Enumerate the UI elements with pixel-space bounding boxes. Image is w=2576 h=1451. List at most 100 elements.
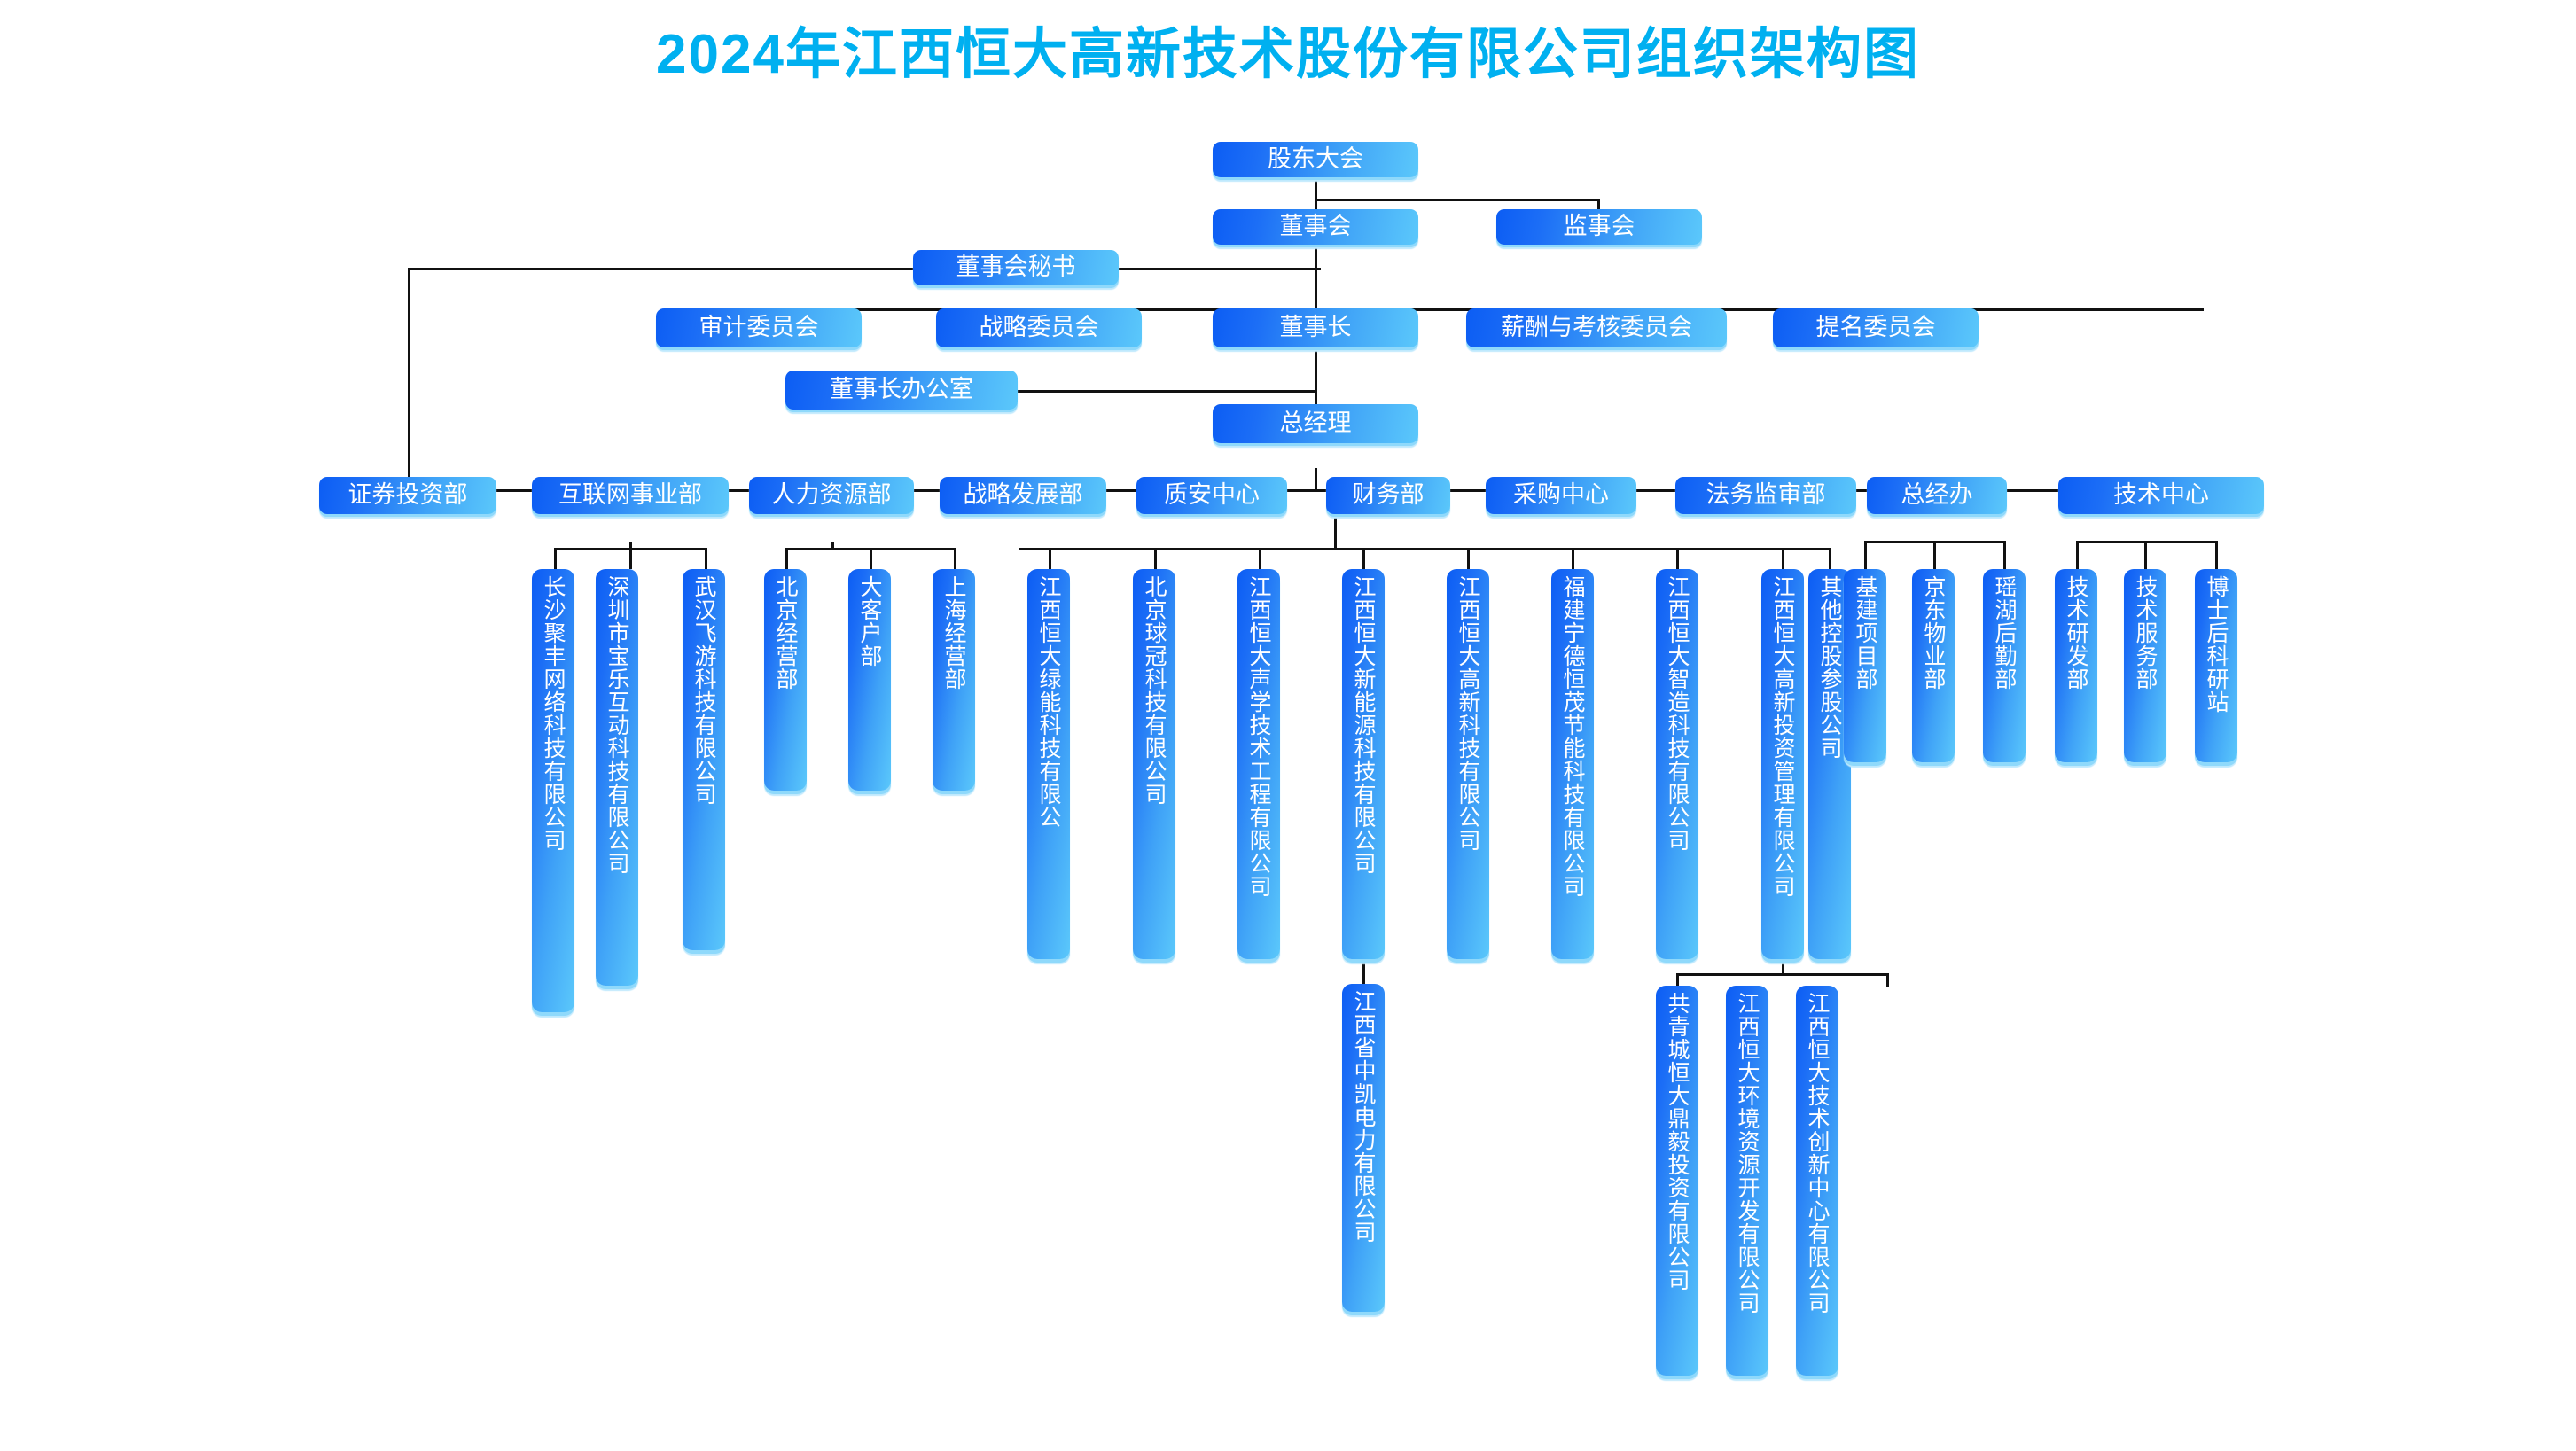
connector (1334, 516, 1337, 548)
node-label: 北京经营部 (773, 575, 798, 690)
node-label: 江西省中凯电力有限公司 (1351, 990, 1376, 1244)
node-label: 博士后科研站 (2204, 575, 2229, 714)
node-label: 战略委员会 (979, 314, 1099, 341)
node-dept-quality[interactable]: 质安中心 (1136, 477, 1287, 514)
node-label: 江西恒大新能源科技有限公司 (1351, 575, 1376, 875)
node-unit-jingdong-property[interactable]: 京东物业部 (1912, 569, 1955, 762)
node-chairman-office[interactable]: 董事长办公室 (785, 371, 1018, 410)
connector (1829, 548, 1831, 569)
connector (1597, 199, 1600, 212)
node-sub-xinnengyuan[interactable]: 江西恒大新能源科技有限公司 (1342, 569, 1385, 959)
node-unit-shanghai-sales[interactable]: 上海经营部 (933, 569, 975, 791)
connector (1676, 548, 1679, 569)
node-label: 总经理 (1279, 410, 1352, 437)
node-sub-gaoxin-keji[interactable]: 江西恒大高新科技有限公司 (1447, 569, 1489, 959)
node-dept-tech-center[interactable]: 技术中心 (2058, 477, 2264, 514)
node-general-manager[interactable]: 总经理 (1213, 404, 1418, 443)
connector (408, 268, 1321, 270)
connector (1886, 973, 1889, 987)
node-dept-legal[interactable]: 法务监审部 (1675, 477, 1856, 514)
node-label: 财务部 (1352, 481, 1425, 509)
connector (1019, 548, 1831, 550)
node-dept-gm-office[interactable]: 总经办 (1867, 477, 2007, 514)
connector (954, 548, 956, 569)
node-label: 薪酬与考核委员会 (1501, 314, 1692, 341)
node-sub-zhizao[interactable]: 江西恒大智造科技有限公司 (1656, 569, 1698, 959)
node-sub-shenzhen[interactable]: 深圳市宝乐互动科技有限公司 (596, 569, 638, 986)
connector (1782, 957, 1784, 975)
node-sub-qiuguan[interactable]: 北京球冠科技有限公司 (1133, 569, 1175, 959)
node-label: 法务监审部 (1706, 481, 1826, 509)
node-unit-beijing-sales[interactable]: 北京经营部 (764, 569, 807, 791)
connector (1315, 199, 1600, 201)
connector (554, 548, 707, 550)
node-unit-tech-rd[interactable]: 技术研发部 (2055, 569, 2097, 762)
node-sub-wuhan[interactable]: 武汉飞游科技有限公司 (683, 569, 725, 950)
node-sub-touzi-guanli[interactable]: 江西恒大高新投资管理有限公司 (1761, 569, 1804, 959)
node-remuneration-committee[interactable]: 薪酬与考核委员会 (1466, 308, 1727, 347)
node-sub-zhongkai[interactable]: 江西省中凯电力有限公司 (1342, 984, 1385, 1312)
node-label: 技术研发部 (2064, 575, 2088, 690)
node-label: 北京球冠科技有限公司 (1142, 575, 1167, 806)
node-sub-ningde[interactable]: 福建宁德恒茂节能科技有限公司 (1551, 569, 1594, 959)
connector (1572, 548, 1574, 569)
node-dept-finance[interactable]: 财务部 (1326, 477, 1450, 514)
node-label: 人力资源部 (771, 481, 892, 509)
node-label: 监事会 (1563, 213, 1635, 240)
node-label: 深圳市宝乐互动科技有限公司 (605, 575, 629, 875)
node-shareholders-meeting[interactable]: 股东大会 (1213, 142, 1418, 177)
connector (408, 268, 410, 489)
node-sub-gongqingcheng[interactable]: 共青城恒大鼎毅投资有限公司 (1656, 986, 1698, 1376)
node-dept-securities[interactable]: 证券投资部 (319, 477, 496, 514)
node-unit-tech-service[interactable]: 技术服务部 (2124, 569, 2166, 762)
node-label: 证券投资部 (347, 481, 468, 509)
node-sub-huanjing[interactable]: 江西恒大环境资源开发有限公司 (1726, 986, 1768, 1376)
node-sub-chuangxin[interactable]: 江西恒大技术创新中心有限公司 (1796, 986, 1838, 1376)
node-unit-yaohu-logistics[interactable]: 瑶湖后勤部 (1983, 569, 2026, 762)
node-label: 基建项目部 (1853, 575, 1877, 690)
node-label: 福建宁德恒茂节能科技有限公司 (1560, 575, 1585, 898)
node-label: 江西恒大绿能科技有限公 (1036, 575, 1061, 829)
node-label: 江西恒大高新科技有限公司 (1456, 575, 1480, 852)
node-chairman[interactable]: 董事长 (1213, 308, 1418, 347)
node-label: 瑶湖后勤部 (1992, 575, 2017, 690)
node-dept-hr[interactable]: 人力资源部 (749, 477, 914, 514)
connector (1676, 973, 1679, 987)
connector (408, 489, 2204, 492)
node-strategy-committee[interactable]: 战略委员会 (936, 308, 1142, 347)
node-supervisory-board[interactable]: 监事会 (1496, 209, 1702, 245)
node-label: 提名委员会 (1815, 314, 1936, 341)
node-label: 股东大会 (1268, 145, 1363, 173)
node-unit-key-account[interactable]: 大客户部 (848, 569, 891, 791)
node-label: 技术中心 (2113, 481, 2209, 509)
node-nomination-committee[interactable]: 提名委员会 (1773, 308, 1979, 347)
node-dept-purchasing[interactable]: 采购中心 (1486, 477, 1636, 514)
node-sub-lvneng[interactable]: 江西恒大绿能科技有限公 (1027, 569, 1070, 959)
node-unit-infra-project[interactable]: 基建项目部 (1844, 569, 1886, 762)
connector (1049, 548, 1051, 569)
node-audit-committee[interactable]: 审计委员会 (656, 308, 862, 347)
connector (2215, 541, 2218, 569)
node-label: 江西恒大高新投资管理有限公司 (1770, 575, 1795, 898)
node-label: 董事长办公室 (830, 376, 973, 403)
connector (1362, 548, 1365, 569)
node-label: 技术服务部 (2133, 575, 2158, 690)
node-label: 董事会秘书 (956, 254, 1076, 281)
connector (629, 542, 632, 569)
node-label: 江西恒大技术创新中心有限公司 (1805, 992, 1830, 1314)
node-dept-strategy[interactable]: 战略发展部 (940, 477, 1106, 514)
connector (1676, 973, 1889, 976)
node-label: 总经办 (1901, 481, 1973, 509)
node-board-secretary[interactable]: 董事会秘书 (913, 250, 1119, 285)
connector (2076, 541, 2218, 543)
node-unit-postdoc-station[interactable]: 博士后科研站 (2195, 569, 2237, 762)
node-board-of-directors[interactable]: 董事会 (1213, 209, 1418, 245)
node-dept-internet[interactable]: 互联网事业部 (532, 477, 729, 514)
node-sub-other-holdings[interactable]: 其他控股参股公司 (1808, 569, 1851, 959)
node-sub-shengxue[interactable]: 江西恒大声学技术工程有限公司 (1237, 569, 1280, 959)
connector (554, 548, 557, 569)
node-sub-changsha[interactable]: 长沙聚丰网络科技有限公司 (532, 569, 574, 1012)
connector (1864, 541, 1867, 569)
connector (1115, 268, 1317, 270)
